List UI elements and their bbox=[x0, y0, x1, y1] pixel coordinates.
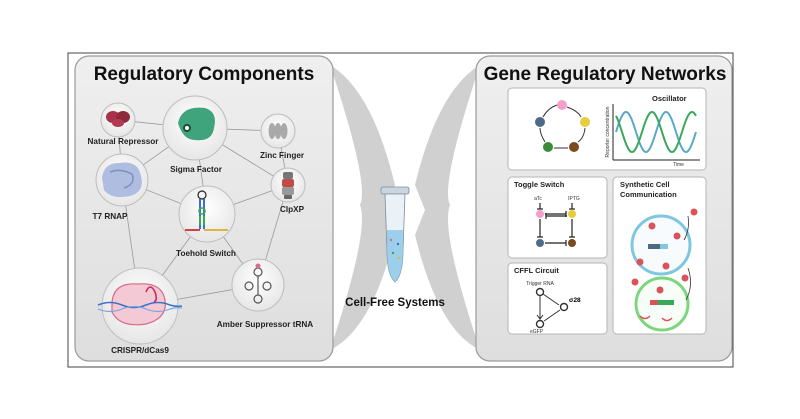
crispr-node: CRISPR/dCas9 bbox=[97, 267, 183, 355]
sigma-factor-protein-icon bbox=[178, 107, 215, 141]
cell-free-tube: Cell-Free Systems bbox=[345, 186, 445, 309]
left-arrow-shape bbox=[330, 65, 395, 350]
synthetic-cell-box: Synthetic Cell Communication bbox=[612, 176, 707, 335]
oscillator-plot: Reporter concentration Time bbox=[605, 104, 700, 168]
toggle-switch-title: Toggle Switch bbox=[514, 180, 565, 189]
cffl-trigger-label: Trigger RNA bbox=[526, 281, 554, 287]
toggle-input-b: IPTG bbox=[568, 196, 580, 202]
cffl-circuit-box: CFFL Circuit Trigger RNA σ28 eGFP bbox=[507, 262, 608, 335]
cffl-sigma-label: σ28 bbox=[569, 297, 581, 304]
dna-strand-icon bbox=[97, 301, 183, 309]
cffl-reporter-label: eGFP bbox=[530, 329, 544, 335]
cell-free-systems-label: Cell-Free Systems bbox=[345, 297, 445, 309]
left-panel: Regulatory Components bbox=[74, 55, 334, 362]
zinc-finger-label: Zinc Finger bbox=[260, 151, 305, 160]
natural-repressor-label: Natural Repressor bbox=[88, 137, 160, 146]
oscillator-ylabel: Reporter concentration bbox=[605, 106, 611, 157]
oscillator-xlabel: Time bbox=[673, 162, 684, 168]
clpxp-node: ClpXP bbox=[270, 167, 306, 214]
zinc-finger-icon bbox=[268, 123, 288, 139]
amber-trna-node: Amber Suppressor tRNA bbox=[217, 258, 314, 329]
left-panel-title: Regulatory Components bbox=[94, 64, 315, 85]
toehold-switch-label: Toehold Switch bbox=[176, 249, 236, 258]
right-panel: Gene Regulatory Networks Oscillator bbox=[475, 55, 733, 362]
dcas9-protein-icon bbox=[111, 283, 166, 326]
toehold-hairpin-icon bbox=[185, 190, 228, 231]
zinc-finger-node: Zinc Finger bbox=[260, 113, 305, 160]
sigma-factor-node: Sigma Factor bbox=[162, 95, 228, 174]
toehold-switch-node: Toehold Switch bbox=[176, 185, 236, 258]
oscillator-box: Oscillator Reporter concentration Time bbox=[507, 87, 707, 171]
natural-repressor-node: Natural Repressor bbox=[88, 102, 160, 146]
oscillator-title: Oscillator bbox=[652, 94, 687, 103]
synthetic-cell-title-line2: Communication bbox=[620, 190, 677, 199]
synthetic-cell-title-line1: Synthetic Cell bbox=[620, 180, 670, 189]
sigma-factor-label: Sigma Factor bbox=[170, 165, 223, 174]
toggle-input-a: aTc bbox=[534, 196, 542, 202]
oscillator-green-trace bbox=[615, 110, 697, 154]
trna-cloverleaf-icon bbox=[244, 267, 272, 304]
oscillator-ring-diagram bbox=[535, 100, 590, 152]
amber-trna-label: Amber Suppressor tRNA bbox=[217, 320, 314, 329]
t7-rnap-node: T7 RNAP bbox=[92, 153, 149, 221]
crispr-label: CRISPR/dCas9 bbox=[111, 346, 169, 355]
t7-rnap-label: T7 RNAP bbox=[92, 212, 128, 221]
t7-rnap-protein-icon bbox=[102, 162, 142, 198]
clpxp-label: ClpXP bbox=[280, 205, 305, 214]
right-panel-title: Gene Regulatory Networks bbox=[484, 64, 727, 85]
right-arrow-shape bbox=[415, 65, 480, 350]
repressor-protein-icon bbox=[106, 111, 130, 127]
toggle-switch-box: Toggle Switch aTc IPTG bbox=[507, 176, 608, 259]
clpxp-protease-icon bbox=[282, 172, 294, 199]
oscillator-blue-trace bbox=[615, 110, 697, 154]
cffl-title: CFFL Circuit bbox=[514, 266, 559, 275]
